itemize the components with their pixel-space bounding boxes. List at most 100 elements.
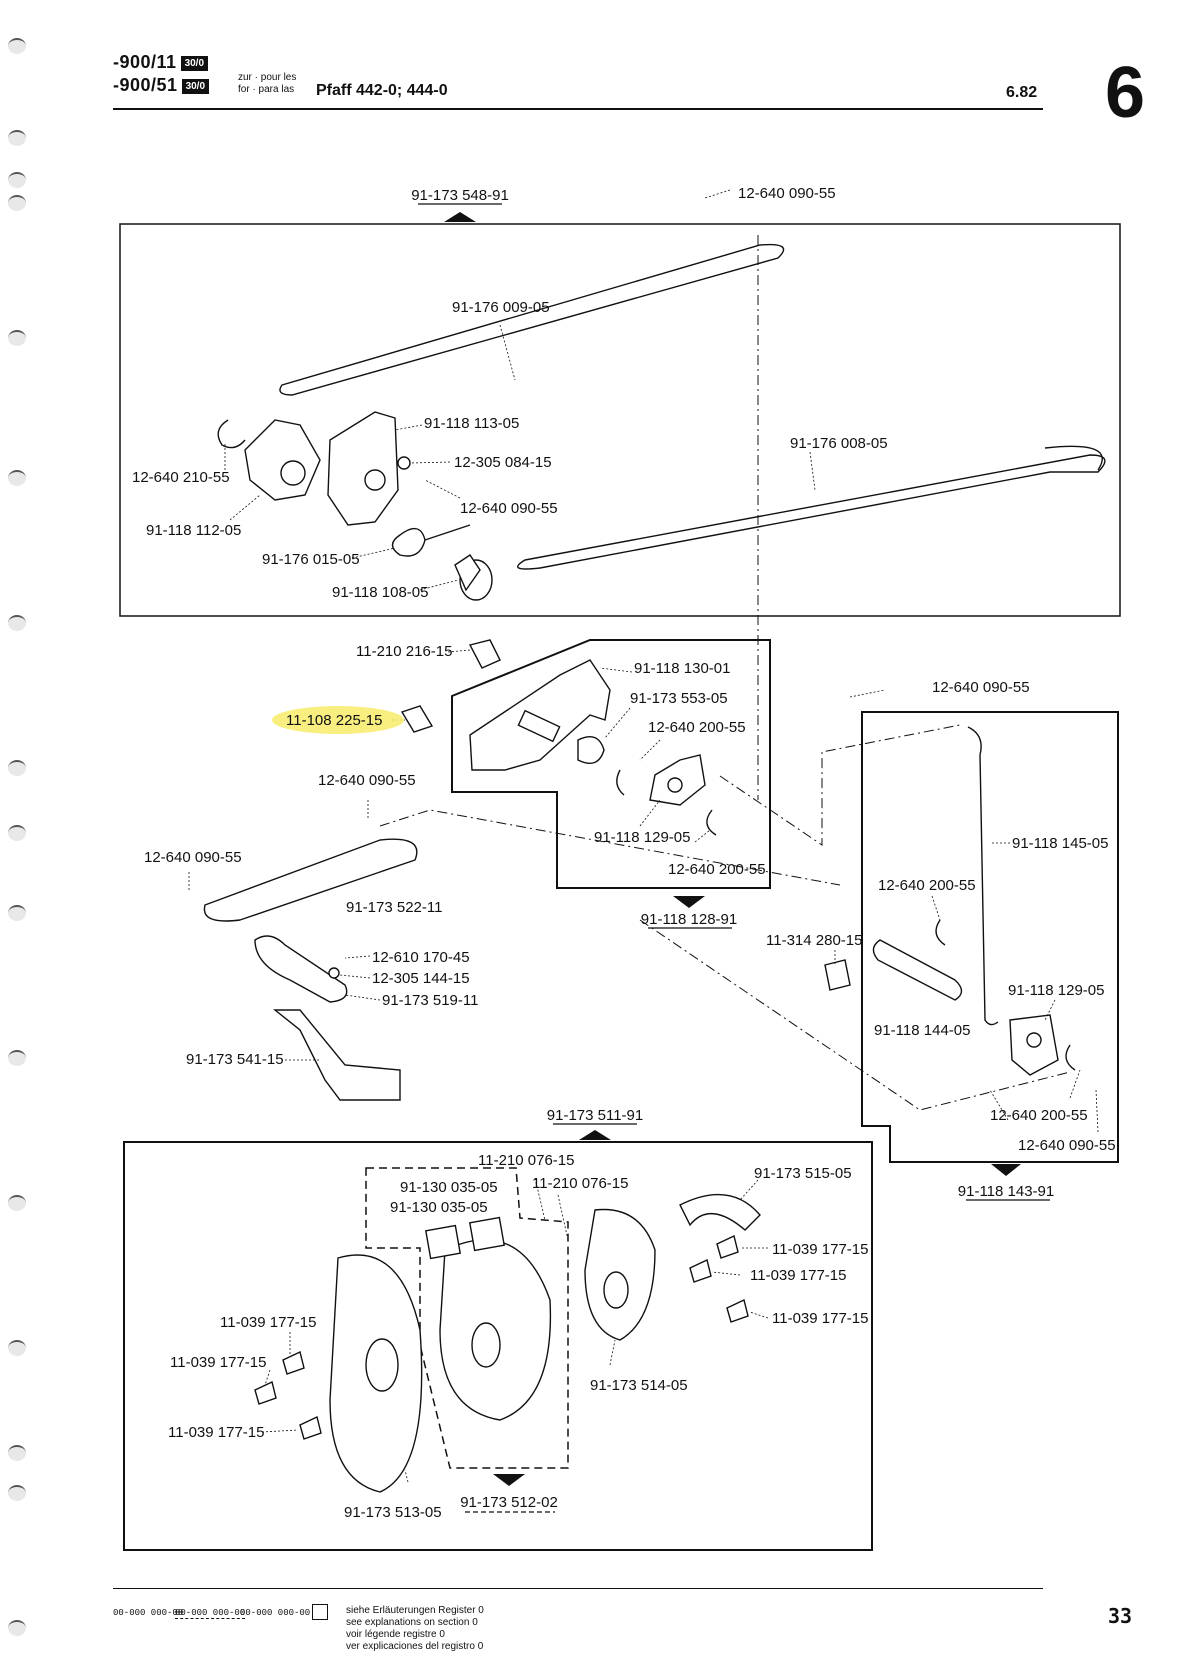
leader-line	[339, 974, 371, 979]
bolt-11-039-177-15	[282, 1351, 305, 1375]
rod-91-176-009-05	[279, 243, 785, 396]
binder-hole	[8, 1445, 26, 1461]
header-rule	[113, 108, 1043, 110]
part-label: 12-640 090-55	[318, 772, 416, 789]
leader-line	[1069, 1069, 1081, 1099]
page-date: 6.82	[1006, 84, 1038, 101]
bolt-11-039-177-15	[689, 1259, 712, 1283]
section-number: 6	[1105, 53, 1146, 133]
part-label: 12-305 144-15	[372, 970, 470, 987]
part-label: 91-118 113-05	[424, 415, 519, 432]
part-label: 12-640 200-55	[990, 1107, 1088, 1124]
binder-hole	[8, 615, 26, 631]
part-label: 12-640 200-55	[668, 861, 766, 878]
screw-11-314-280-15	[824, 959, 851, 991]
leader-line	[261, 1429, 299, 1433]
spring-91-173-553-05	[577, 736, 605, 764]
binder-hole	[8, 1485, 26, 1501]
pin-91-118-144-05	[872, 939, 963, 1001]
part-label: 91-118 129-05	[1008, 982, 1104, 999]
part-91-118-130-01	[469, 659, 611, 771]
bushing-91-130-035-05-a	[424, 1224, 462, 1260]
part-label: 91-173 553-05	[630, 690, 728, 707]
binder-hole	[8, 1050, 26, 1066]
washer-12-305-144-15	[328, 967, 340, 979]
leader-line	[739, 1179, 759, 1201]
leader-line	[639, 799, 661, 827]
assembly-label-bottom: 91-173 511-91	[547, 1107, 643, 1124]
part-label: 11-039 177-15	[170, 1354, 266, 1371]
leader-line	[424, 479, 461, 499]
leader-line	[351, 547, 396, 559]
part-label: 12-640 090-55	[932, 679, 1030, 696]
part-label: 91-176 009-05	[452, 299, 550, 316]
assembly-arrow-right	[991, 1164, 1021, 1176]
binder-hole	[8, 195, 26, 211]
part-label: 91-173 514-05	[590, 1377, 688, 1394]
clip-12-640-200-55-right-b	[1065, 1044, 1076, 1071]
middle-assembly-box	[451, 639, 771, 889]
spring-91-176-015-05	[391, 527, 426, 557]
part-label: 11-210 076-15	[478, 1152, 574, 1169]
part-label: 91-176 008-05	[790, 435, 888, 452]
leader-line	[344, 955, 371, 959]
part-label: 12-640 090-55	[1018, 1137, 1116, 1154]
part-91-173-515-05	[679, 1193, 761, 1231]
part-label: 91-118 129-05	[594, 829, 690, 846]
assembly-label-right: 91-118 143-91	[958, 1183, 1054, 1200]
footer-exp-en: see explanations on section 0	[346, 1617, 478, 1628]
hole	[280, 460, 306, 486]
part-label: 11-039 177-15	[168, 1424, 264, 1441]
legend-box-icon	[312, 1604, 328, 1620]
part-label: 11-039 177-15	[772, 1310, 868, 1327]
clip-12-640-200-55-right	[935, 919, 946, 946]
assembly-arrow-subassembly	[493, 1474, 525, 1486]
part-label: 11-314 280-15	[766, 932, 862, 949]
footer-rule	[113, 1588, 1043, 1589]
binder-hole	[8, 130, 26, 146]
part-label: 91-130 035-05	[390, 1199, 488, 1216]
part-label: 91-173 541-15	[186, 1051, 284, 1068]
part-label: 12-640 200-55	[648, 719, 746, 736]
leader-line	[1095, 1089, 1099, 1133]
leader-line	[599, 667, 633, 673]
footer-explanations: siehe Erläuterungen Register 0 see expla…	[346, 1605, 484, 1653]
clip-12-640-200-55-mid-a	[616, 769, 625, 796]
header-language-block: zur · pour les for · para las	[238, 72, 296, 96]
bottom-assembly-box	[123, 1141, 873, 1551]
spring-leg	[424, 524, 471, 541]
part-label: 12-640 090-55	[460, 500, 558, 517]
footer-code-solid: 00-000 000-00	[113, 1608, 184, 1618]
model-badge-2: 30/0	[181, 79, 210, 94]
part-label: 12-640 200-55	[878, 877, 976, 894]
model-badge-1: 30/0	[180, 56, 209, 71]
lever-91-173-522-11	[203, 838, 418, 922]
part-91-118-112-05	[244, 419, 321, 501]
part-label: 11-039 177-15	[220, 1314, 316, 1331]
leader-line	[534, 1177, 546, 1221]
binder-hole	[8, 470, 26, 486]
assembly-label-mid: 91-118 128-91	[641, 911, 737, 928]
part-label: 91-118 144-05	[874, 1022, 970, 1039]
part-label: 91-173 519-11	[382, 992, 478, 1009]
plate-hole	[603, 1271, 629, 1309]
leader-line	[229, 494, 261, 521]
leader-line	[344, 994, 381, 1001]
part-label: 91-176 015-05	[262, 551, 360, 568]
bushing-91-130-035-05-b	[468, 1216, 506, 1252]
footer-exp-de: siehe Erläuterungen Register 0	[346, 1605, 484, 1616]
assembly-label-top: 91-173 548-91	[411, 187, 509, 204]
binder-hole	[8, 330, 26, 346]
binder-hole	[8, 825, 26, 841]
bolt-11-039-177-15	[716, 1235, 739, 1259]
part-91-118-113-05	[327, 411, 399, 526]
leader-line	[711, 1271, 741, 1276]
header-for: for · para las	[238, 84, 295, 95]
binder-hole	[8, 1340, 26, 1356]
clip-12-640-200-55-mid-b	[706, 809, 717, 836]
part-label: 12-640 090-55	[738, 185, 836, 202]
